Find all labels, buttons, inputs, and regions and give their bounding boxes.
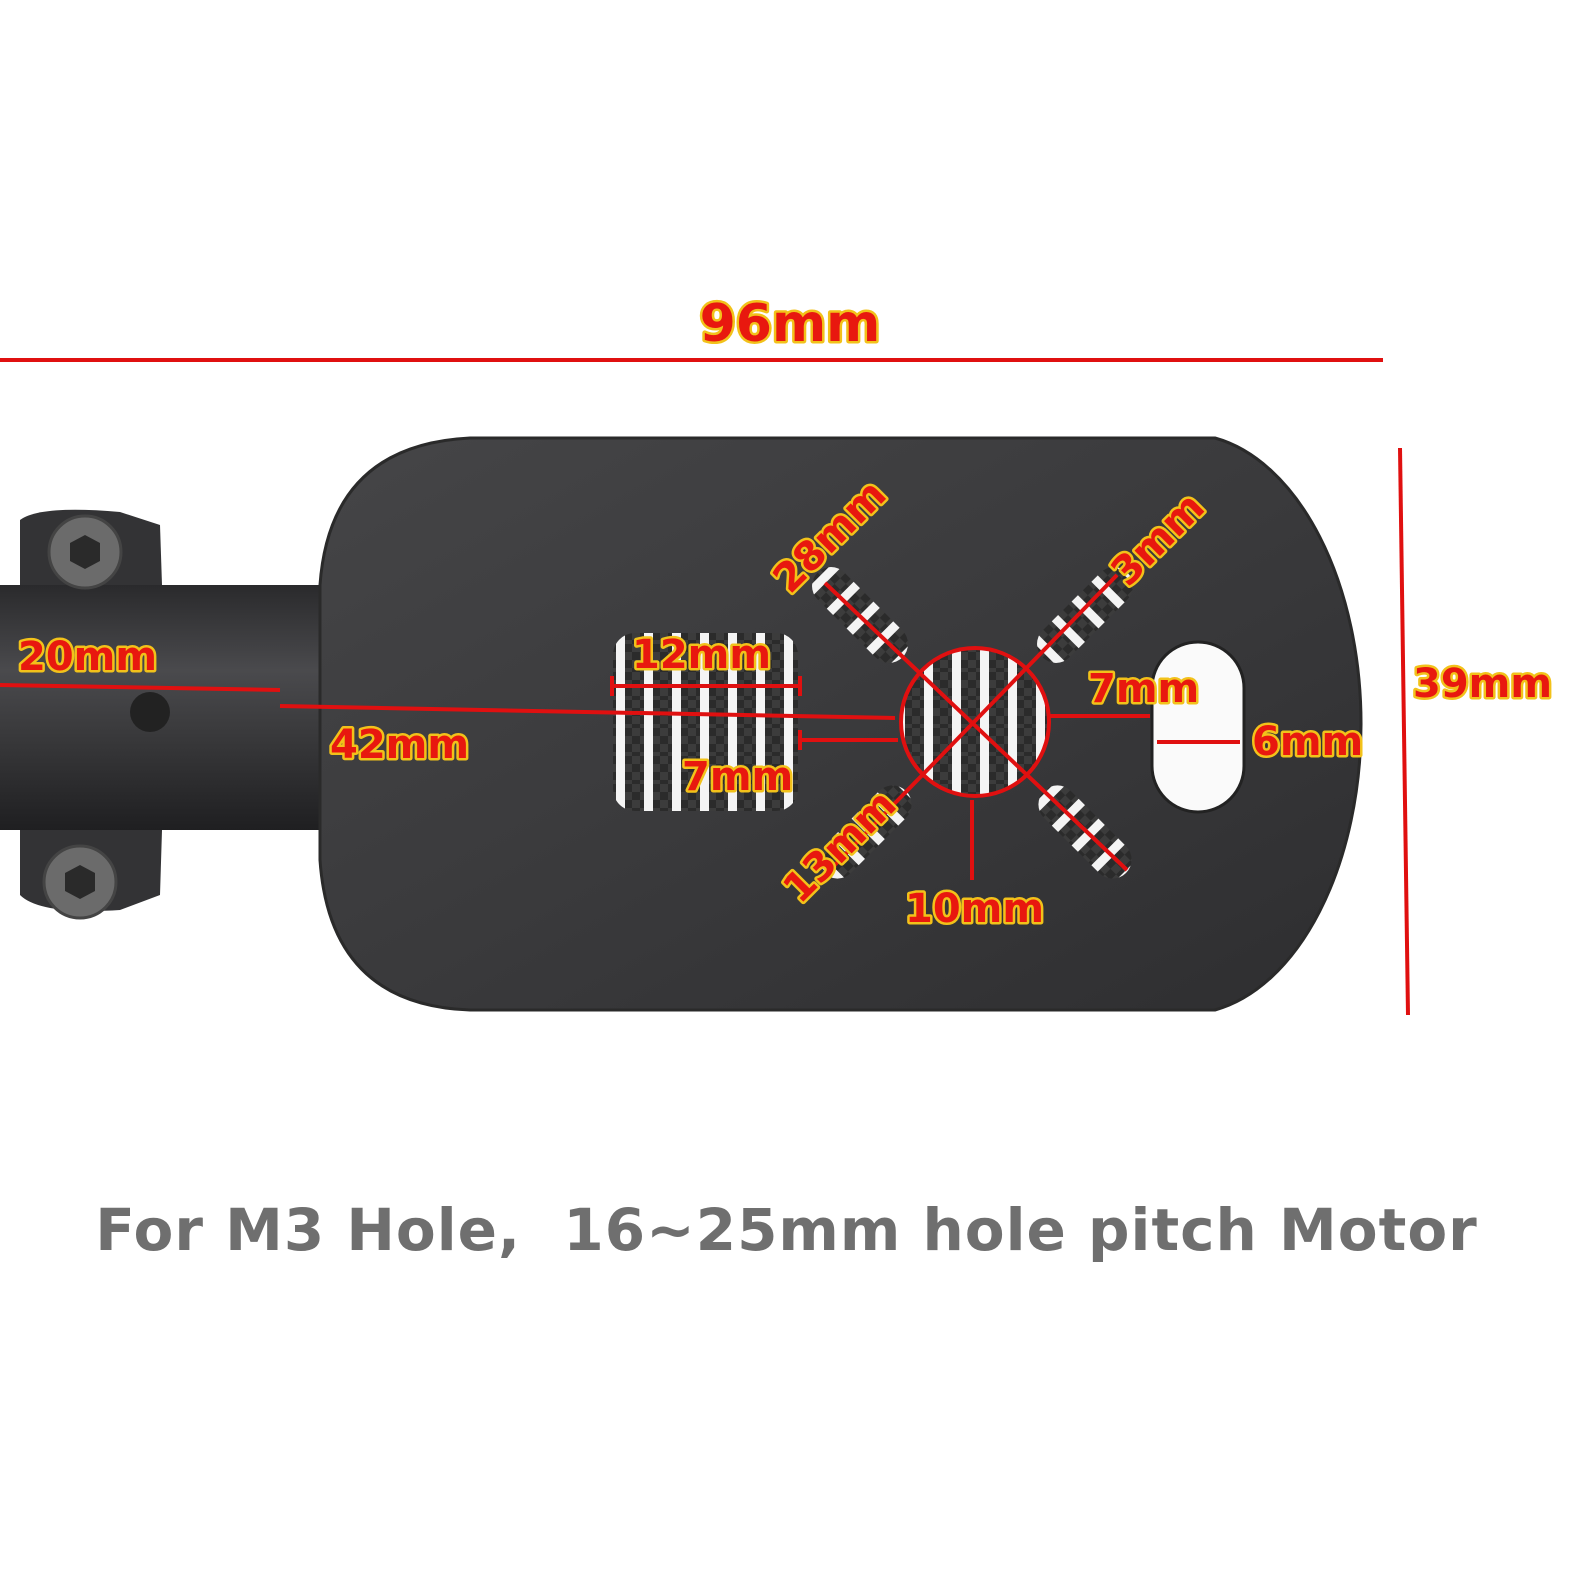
square-window	[613, 633, 798, 811]
label-square-offset: 7mm	[682, 754, 793, 800]
oval-slot	[1150, 640, 1246, 814]
dimension-lines	[0, 358, 1410, 1016]
label-arm-length: 42mm	[330, 722, 469, 768]
product-caption: For M3 Hole, 16~25mm hole pitch Motor	[95, 1196, 1478, 1264]
label-tube-diameter: 20mm	[18, 634, 157, 680]
screw-top	[47, 514, 123, 590]
slot-top-right	[1037, 567, 1133, 663]
label-center-hole: 10mm	[905, 886, 1044, 932]
label-width: 39mm	[1413, 661, 1552, 707]
screw-bottom	[42, 844, 118, 920]
label-center-to-slot: 7mm	[1088, 666, 1199, 712]
label-length: 96mm	[700, 294, 881, 354]
label-oval-width: 6mm	[1252, 719, 1363, 765]
label-square-width: 12mm	[632, 632, 771, 678]
